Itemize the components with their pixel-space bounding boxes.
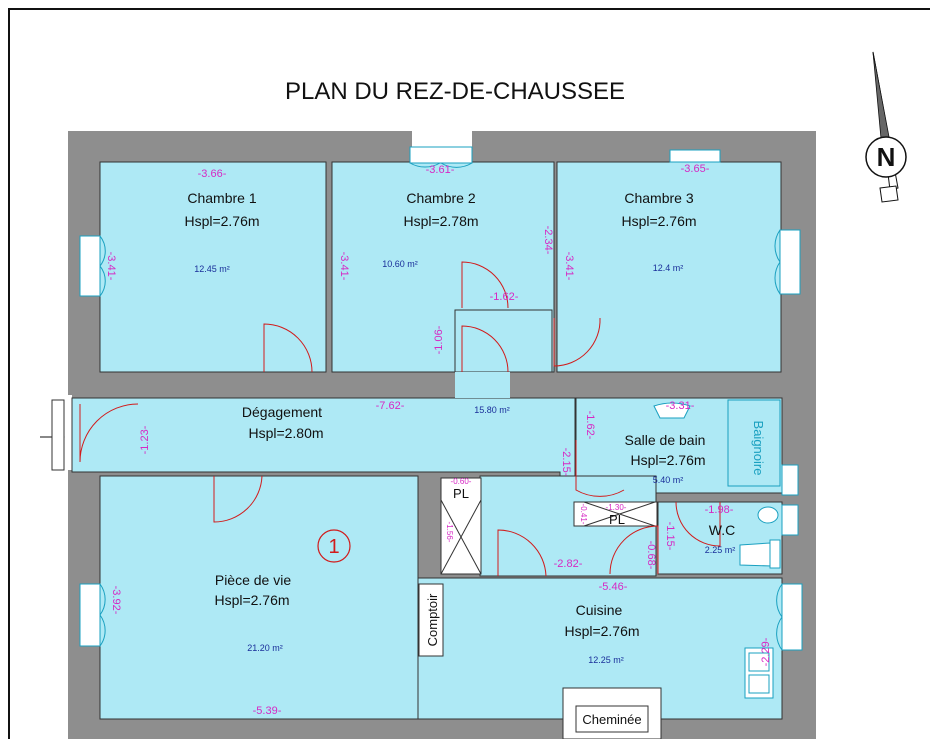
- dim-degagement-side: -1.23-: [139, 425, 151, 454]
- area-salle-de-bain: 5.40 m²: [653, 475, 684, 485]
- wc-basin-icon: [757, 506, 779, 524]
- sink-icon: [653, 402, 691, 419]
- dim-chambre-2-left: -3.41-: [338, 252, 350, 281]
- bathtub: [727, 399, 781, 487]
- area-cuisine: 12.25 m²: [588, 655, 624, 665]
- room-label-chambre-3: Chambre 3: [624, 190, 693, 206]
- page-frame: [8, 8, 930, 739]
- dim-wc-top: -1.98-: [705, 504, 734, 516]
- dim-salle-de-bain-top: -3.31-: [666, 400, 695, 412]
- dim-degagement-long: -7.62-: [376, 400, 405, 412]
- dim-wc-a: -1.15-: [664, 522, 676, 551]
- height-cuisine: Hspl=2.76m: [564, 623, 639, 639]
- height-salle-de-bain: Hspl=2.76m: [630, 452, 705, 468]
- pl-lower-label: PL: [609, 512, 625, 527]
- area-chambre-2: 10.60 m²: [382, 259, 418, 269]
- height-chambre-3: Hspl=2.76m: [621, 213, 696, 229]
- comptoir-counter: [418, 583, 444, 657]
- height-chambre-1: Hspl=2.76m: [184, 213, 259, 229]
- corridor-nook: [454, 309, 553, 373]
- bathtub-label: Baignoire: [751, 421, 766, 476]
- pl-upper-closet: [440, 477, 482, 575]
- room-chambre-3: [556, 161, 782, 373]
- height-degagement: Hspl=2.80m: [248, 425, 323, 441]
- room-marker-circle: [317, 529, 351, 563]
- dim-chambre-3-top: -3.65-: [681, 163, 710, 175]
- dim-chambre-1-side: -3.41-: [105, 252, 117, 281]
- toilet-icon: [739, 542, 773, 567]
- room-piece-de-vie: [99, 475, 419, 720]
- comptoir-label: Comptoir: [425, 593, 440, 646]
- dim-chambre-2-right: -2.34-: [542, 226, 554, 255]
- dim-cuisine-upper: -2.82-: [554, 558, 583, 570]
- north-arrow-icon: N: [865, 51, 907, 203]
- doors: [79, 261, 721, 577]
- height-chambre-2: Hspl=2.78m: [403, 213, 478, 229]
- pl-upper-dimension: -0.60-: [451, 477, 472, 486]
- area-wc: 2.25 m²: [705, 545, 736, 555]
- dim-chambre-2-top: -3.61-: [426, 164, 455, 176]
- dim-cuisine-top: -5.46-: [599, 581, 628, 593]
- compass-label: N: [877, 142, 896, 172]
- plan-title: PLAN DU REZ-DE-CHAUSSEE: [285, 78, 625, 105]
- dim-piece-de-vie-side: -3.92-: [110, 586, 122, 615]
- corridor-link: [455, 372, 510, 398]
- height-piece-de-vie: Hspl=2.76m: [214, 592, 289, 608]
- room-label-piece-de-vie: Pièce de vie: [215, 572, 291, 588]
- dim-wc-b: -0.68-: [645, 541, 657, 570]
- dim-chambre-3-side: -3.41-: [563, 252, 575, 281]
- pl-lower-side-dimension: -0.41-: [579, 504, 588, 525]
- dim-2-15: -2.15-: [560, 448, 572, 477]
- room-label-cuisine: Cuisine: [576, 602, 623, 618]
- room-chambre-1: [99, 161, 327, 373]
- pl-upper-side-dimension: -1.56-: [445, 522, 454, 543]
- pl-upper-label: PL: [453, 486, 469, 501]
- dim-chambre-2-lower: -1.06-: [433, 325, 445, 354]
- dim-chambre-1-top: -3.66-: [198, 168, 227, 180]
- room-label-degagement: Dégagement: [242, 404, 322, 420]
- room-label-chambre-1: Chambre 1: [187, 190, 256, 206]
- dim-salle-de-bain-side: -1.62-: [584, 411, 596, 440]
- dim-chambre-2-door: -1.62-: [490, 291, 519, 303]
- area-chambre-1: 12.45 m²: [194, 264, 230, 274]
- room-label-wc: W.C: [709, 522, 735, 538]
- room-label-chambre-2: Chambre 2: [406, 190, 475, 206]
- dim-cuisine-side: -2.29-: [760, 637, 772, 666]
- window-opening: [412, 131, 472, 147]
- area-piece-de-vie: 21.20 m²: [247, 643, 283, 653]
- pl-lower-dimension: -1.30-: [606, 503, 627, 512]
- windows: [79, 146, 803, 651]
- cheminee-label: Cheminée: [582, 712, 641, 727]
- dim-piece-de-vie-bottom: -5.39-: [253, 705, 282, 717]
- area-degagement: 15.80 m²: [474, 405, 510, 415]
- room-label-salle-de-bain: Salle de bain: [625, 432, 706, 448]
- area-chambre-3: 12.4 m²: [653, 263, 684, 273]
- room-marker-number: 1: [328, 536, 339, 558]
